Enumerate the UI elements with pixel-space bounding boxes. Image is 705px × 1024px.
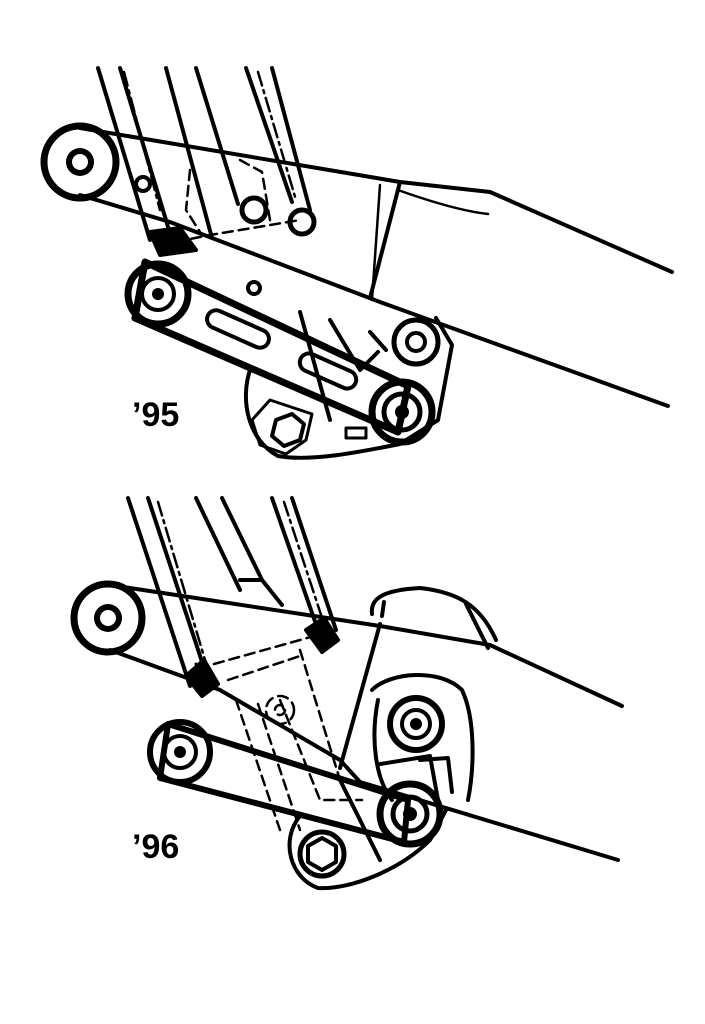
hidden-frame-lines-1996 xyxy=(212,630,364,832)
year-label-1996: ’96 xyxy=(132,828,180,866)
swingarm-1995 xyxy=(78,126,674,408)
swingarm-pivot-1995 xyxy=(40,122,120,202)
dogbone-link-1996 xyxy=(147,719,444,848)
linkage-rocker-1996 xyxy=(287,774,448,891)
swingarm-pivot-1996 xyxy=(70,580,146,656)
diagram-1996 xyxy=(70,496,624,891)
frame-lug-1995 xyxy=(134,175,317,296)
year-label-1995: ’95 xyxy=(132,396,180,434)
shock-absorber-1996 xyxy=(370,672,475,802)
frame-rails-1995 xyxy=(96,66,312,242)
dogbone-link-1995 xyxy=(124,258,436,446)
shock-mount-boss-1996 xyxy=(369,586,498,650)
swingarm-1996 xyxy=(108,583,624,862)
diagram-1995 xyxy=(40,66,674,460)
frame-lug-1996 xyxy=(184,616,340,698)
